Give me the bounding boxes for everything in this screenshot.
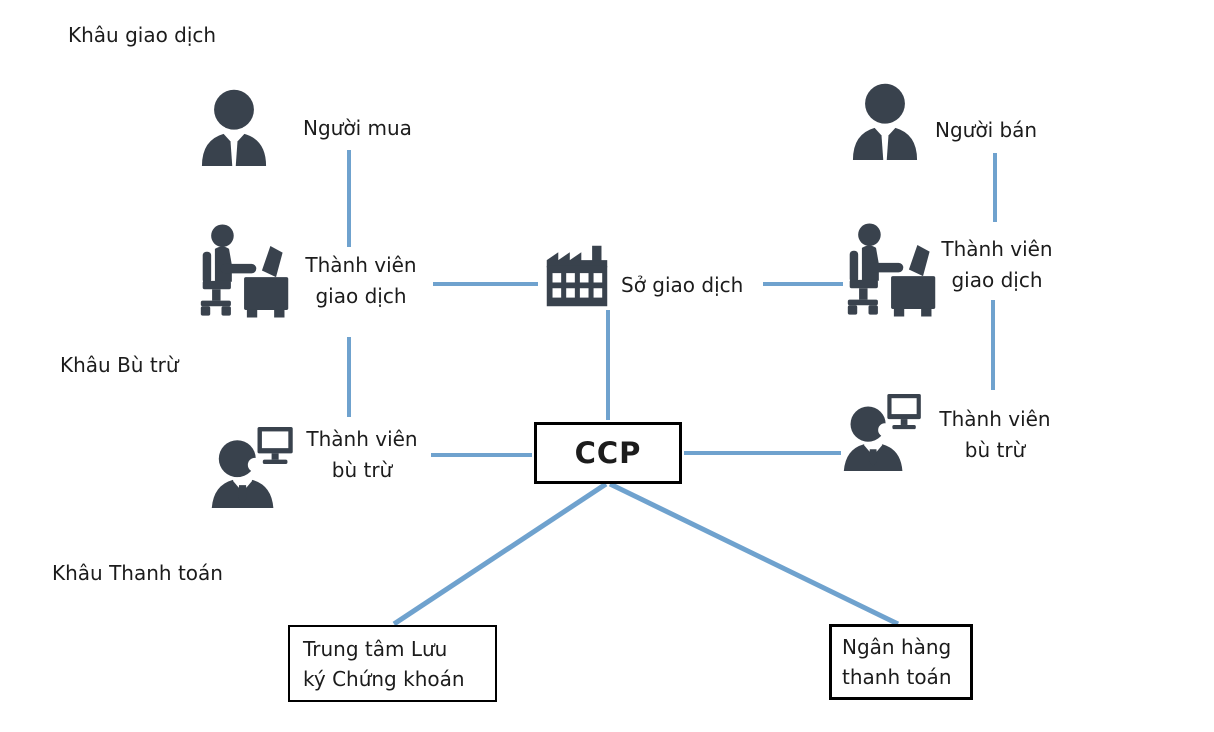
section-label-clearing: Khâu Bù trừ — [60, 353, 179, 377]
trading-member-left-desk-icon — [200, 224, 289, 318]
trading-member-right-label-line2: giao dịch — [951, 268, 1043, 292]
trading-member-left-label-line2: giao dịch — [315, 284, 407, 308]
trading-member-right-label: Thành viên giao dịch — [917, 234, 1077, 296]
clearing-member-right-monitor-icon — [843, 394, 921, 471]
connector-ccp-depository — [392, 481, 608, 627]
trading-member-left-label: Thành viên giao dịch — [281, 250, 441, 312]
section-label-trading: Khâu giao dịch — [68, 23, 217, 47]
seller-person-icon — [852, 83, 918, 160]
depository-label-line2: ký Chứng khoán — [303, 667, 465, 691]
clearing-member-right-label-line1: Thành viên — [939, 407, 1051, 431]
depository-box: Trung tâm Lưu ký Chứng khoán — [288, 625, 497, 702]
settlement-bank-box: Ngân hàng thanh toán — [829, 624, 973, 700]
clearing-member-left-label-line1: Thành viên — [306, 427, 418, 451]
trading-member-right-label-line1: Thành viên — [941, 237, 1053, 261]
buyer-label: Người mua — [303, 116, 412, 140]
clearing-member-left-label: Thành viên bù trừ — [282, 424, 442, 486]
trading-member-left-label-line1: Thành viên — [305, 253, 417, 277]
exchange-label: Sở giao dịch — [621, 273, 744, 297]
exchange-factory-icon — [546, 245, 608, 307]
depository-label-line1: Trung tâm Lưu — [303, 637, 448, 661]
settlement-bank-label-line2: thanh toán — [842, 665, 952, 689]
clearing-member-right-label: Thành viên bù trừ — [915, 404, 1075, 466]
seller-label: Người bán — [935, 118, 1038, 142]
settlement-bank-label-line1: Ngân hàng — [842, 635, 952, 659]
connector-ccp-settlement-bank — [608, 481, 900, 627]
ccp-box: CCP — [534, 422, 682, 484]
buyer-person-icon — [201, 89, 267, 166]
clearing-member-left-label-line2: bù trừ — [331, 458, 393, 482]
ccp-label: CCP — [574, 436, 642, 470]
section-label-settlement: Khâu Thanh toán — [52, 561, 223, 585]
clearing-member-right-label-line2: bù trừ — [964, 438, 1026, 462]
